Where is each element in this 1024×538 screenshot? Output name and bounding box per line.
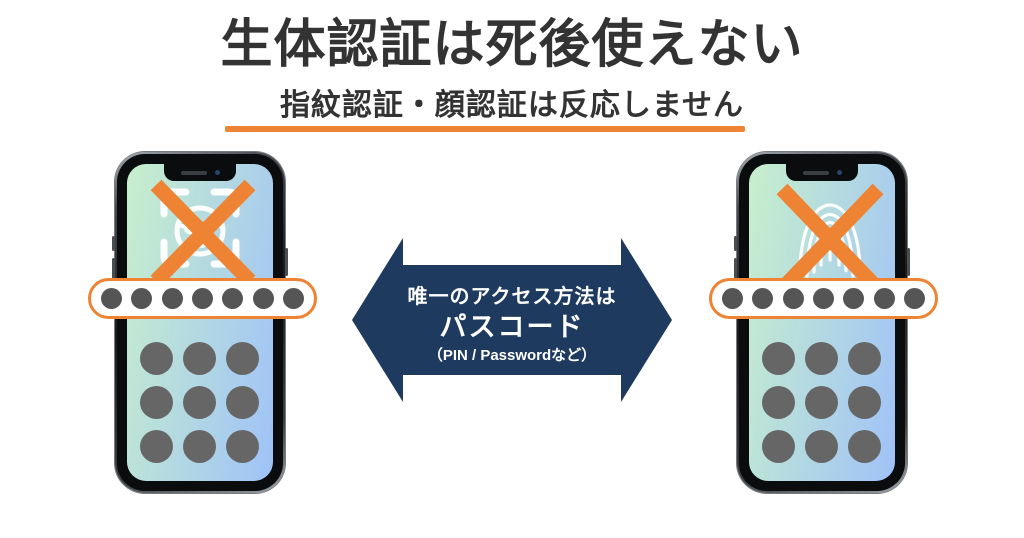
keypad-dot <box>762 342 795 375</box>
double-arrow: 唯一のアクセス方法は パスコード （PIN / Passwordなど） <box>352 238 672 402</box>
volume-button-icon <box>112 258 115 282</box>
passcode-dot <box>222 288 244 309</box>
keypad-left <box>140 342 259 463</box>
keypad-dot <box>140 342 173 375</box>
passcode-field-left <box>88 278 317 319</box>
passcode-dot <box>843 288 865 309</box>
keypad-dot <box>226 342 259 375</box>
keypad-dot <box>226 430 259 463</box>
phone-screen-left <box>127 164 273 481</box>
phone-bezel <box>117 154 283 491</box>
passcode-dot <box>903 288 925 309</box>
passcode-dot <box>782 288 804 309</box>
phone-screen-right <box>749 164 895 481</box>
passcode-dot <box>252 288 274 309</box>
page-subtitle: 指紋認証・顔認証は反応しません <box>279 89 745 122</box>
passcode-dot <box>722 288 743 309</box>
arrow-caption: 唯一のアクセス方法は パスコード （PIN / Passwordなど） <box>352 238 672 402</box>
keypad-dot <box>183 342 216 375</box>
passcode-dot <box>131 288 153 309</box>
passcode-dot <box>812 288 834 309</box>
page-title: 生体認証は死後使えない <box>220 16 804 74</box>
keypad-right <box>762 342 881 463</box>
volume-button-icon <box>734 258 737 282</box>
speaker-icon <box>802 170 829 175</box>
passcode-dot <box>752 288 774 309</box>
camera-icon <box>836 170 842 175</box>
cross-out-icon <box>150 179 256 287</box>
arrow-caption-line1: 唯一のアクセス方法は <box>407 285 617 308</box>
keypad-dot <box>183 386 216 419</box>
passcode-dot <box>282 288 304 309</box>
keypad-dot <box>848 386 881 419</box>
power-button-icon <box>907 248 910 276</box>
keypad-dot <box>805 386 838 419</box>
power-button-icon <box>285 248 288 276</box>
keypad-dot <box>848 342 881 375</box>
volume-button-icon <box>734 236 737 251</box>
notch <box>164 164 236 181</box>
passcode-dot <box>191 288 213 309</box>
double-arrow-shape <box>352 238 672 402</box>
keypad-dot <box>762 386 795 419</box>
keypad-dot <box>183 430 216 463</box>
phone-left <box>112 152 288 493</box>
keypad-dot <box>805 430 838 463</box>
cross-out-icon <box>776 183 884 295</box>
keypad-dot <box>848 430 881 463</box>
notch <box>786 164 858 181</box>
keypad-dot <box>226 386 259 419</box>
phone-bezel <box>739 154 905 491</box>
subtitle-underline <box>225 126 745 132</box>
phone-right <box>734 152 910 493</box>
passcode-dot <box>161 288 183 309</box>
passcode-field-right <box>709 278 938 319</box>
arrow-caption-line3: （PIN / Passwordなど） <box>427 346 597 364</box>
speaker-icon <box>180 170 207 175</box>
keypad-dot <box>805 342 838 375</box>
keypad-dot <box>140 430 173 463</box>
volume-button-icon <box>112 236 115 251</box>
passcode-dot <box>101 288 122 309</box>
passcode-dot <box>873 288 895 309</box>
arrow-caption-line2: パスコード <box>439 311 585 342</box>
camera-icon <box>214 170 220 175</box>
keypad-dot <box>762 430 795 463</box>
keypad-dot <box>140 386 173 419</box>
